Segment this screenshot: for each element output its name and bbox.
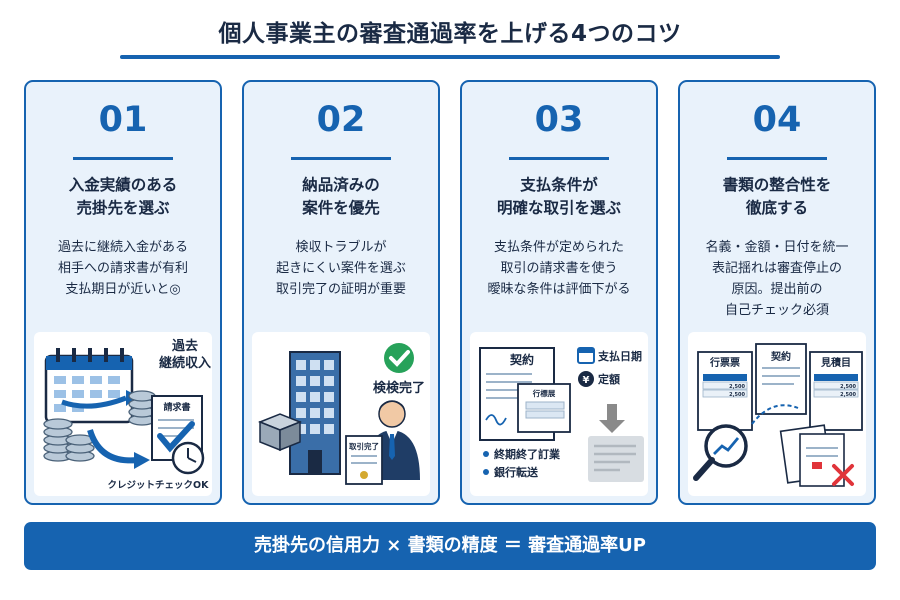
yen-icon: ¥ (578, 371, 594, 387)
desc-line: 表記揺れは審査停止の (711, 261, 842, 276)
bullet-item: 終期終了訂業 (494, 447, 561, 461)
magnifier-icon (693, 424, 748, 481)
tip-card-4: 04 書類の整合性を 徹底する 名義・金額・日付を統一 表記揺れは審査停止の 原… (678, 80, 876, 505)
card-number: 02 (316, 100, 366, 140)
desc-line: 曖昧な条件は評価下がる (487, 282, 631, 297)
card-heading: 納品済みの 案件を優先 (244, 174, 438, 220)
card-heading: 書類の整合性を 徹底する (680, 174, 874, 220)
checkmark-icon (157, 421, 195, 453)
card-illustration: 行票票 2,500 2,500 契約 見積目 2,500 2,500 (688, 332, 866, 496)
desc-line: 相手への請求書が有利 (57, 261, 188, 276)
page-title: 個人事業主の審査通過率を上げる4つのコツ (218, 21, 682, 47)
complete-label: 検検完了 (373, 380, 425, 396)
row-value: 2,500 (840, 392, 856, 398)
desc-line: 取引の請求書を使う (500, 261, 618, 276)
card-heading: 支払条件が 明確な取引を選ぶ (462, 174, 656, 220)
heading-line: 案件を優先 (302, 199, 380, 217)
bullet-dot (483, 451, 489, 457)
certificate-label: 取引完了 (349, 441, 379, 451)
desc-line: 名義・金額・日付を統一 (705, 240, 849, 255)
heading-line: 入金実績のある (68, 176, 178, 194)
cross-icon (832, 464, 854, 486)
row-value: 2,500 (729, 384, 745, 390)
number-underline (73, 157, 173, 160)
heading-line: 納品済みの (302, 176, 380, 194)
doc-label: 契約 (771, 350, 791, 363)
heading-line: 売掛先を選ぶ (76, 199, 170, 217)
card-description: 検収トラブルが 起きにくい案件を選ぶ 取引完了の証明が重要 (244, 237, 438, 300)
number-underline (291, 157, 391, 160)
doc-label: 行票票 (709, 356, 740, 369)
card-description: 名義・金額・日付を統一 表記揺れは審査停止の 原因。提出前の 自己チェック必須 (680, 237, 874, 321)
bullet-dot (483, 469, 489, 475)
doc-label: 見積目 (820, 356, 851, 369)
desc-line: 支払期日が近いと◎ (65, 282, 181, 297)
statement-label: 行標展 (532, 388, 556, 398)
heading-line: 徹底する (745, 199, 808, 217)
desc-line: 原因。提出前の (731, 282, 823, 297)
arrow-down-icon (599, 404, 625, 433)
box-icon (257, 413, 303, 452)
building-icon (289, 351, 341, 475)
stacked-papers (779, 424, 845, 487)
bullet-item: 銀行転送 (494, 465, 539, 479)
row-value: 2,500 (729, 392, 745, 398)
tag-payment-date: 支払日期 (597, 349, 642, 363)
document-icon (697, 351, 753, 431)
document-icon (588, 436, 644, 482)
contract-label: 契約 (509, 352, 534, 367)
card-number: 04 (752, 100, 802, 140)
desc-line: 自己チェック必須 (724, 303, 829, 318)
calendar-icon (44, 348, 134, 424)
tag-fixed-amount: 定額 (598, 372, 620, 386)
desc-line: 検収トラブルが (295, 240, 387, 255)
desc-line: 支払条件が定められた (493, 240, 624, 255)
row-value: 2,500 (840, 384, 856, 390)
statement-document (517, 383, 571, 433)
document-icon (755, 343, 807, 415)
number-underline (509, 157, 609, 160)
desc-line: 過去に継続入金がある (57, 240, 188, 255)
check-circle-icon (384, 343, 414, 373)
svg-text:¥: ¥ (583, 375, 590, 386)
clock-icon (171, 441, 205, 475)
illus-label: 継続収入 (159, 355, 211, 371)
desc-line: 起きにくい案件を選ぶ (276, 261, 406, 276)
card-description: 過去に継続入金がある 相手への請求書が有利 支払期日が近いと◎ (26, 237, 220, 300)
illus-caption: クレジットチェックOK (108, 480, 210, 491)
card-description: 支払条件が定められた 取引の請求書を使う 曖昧な条件は評価下がる (462, 237, 656, 300)
document-icon (809, 351, 863, 431)
tip-card-2: 02 納品済みの 案件を優先 検収トラブルが 起きにくい案件を選ぶ 取引完了の証… (242, 80, 440, 505)
certificate-icon (345, 435, 383, 485)
card-number: 03 (534, 100, 584, 140)
number-underline (727, 157, 827, 160)
calendar-icon (577, 347, 595, 364)
heading-line: 明確な取引を選ぶ (496, 199, 621, 217)
heading-line: 支払条件が (520, 176, 598, 194)
card-illustration: 過去 継続収入 請求書 クレジットチェックOK (34, 332, 212, 496)
heading-line: 書類の整合性を (722, 176, 832, 194)
tip-card-3: 03 支払条件が 明確な取引を選ぶ 支払条件が定められた 取引の請求書を使う 曖… (460, 80, 658, 505)
card-illustration: 契約 行標展 支払日期 ¥ 定額 (470, 332, 648, 496)
desc-line: 取引完了の証明が重要 (275, 282, 406, 297)
illus-label: 過去 (171, 338, 198, 354)
card-number: 01 (98, 100, 148, 140)
title-underline (120, 55, 780, 59)
summary-banner: 売掛先の信用力 × 書類の精度 ＝ 審査通過率UP (24, 522, 876, 570)
coin-stack-icon (43, 390, 156, 462)
card-heading: 入金実績のある 売掛先を選ぶ (26, 174, 220, 220)
tip-card-1: 01 入金実績のある 売掛先を選ぶ 過去に継続入金がある 相手への請求書が有利 … (24, 80, 222, 505)
card-illustration: 検検完了 取引完了 (252, 332, 430, 496)
invoice-label: 請求書 (163, 401, 190, 413)
